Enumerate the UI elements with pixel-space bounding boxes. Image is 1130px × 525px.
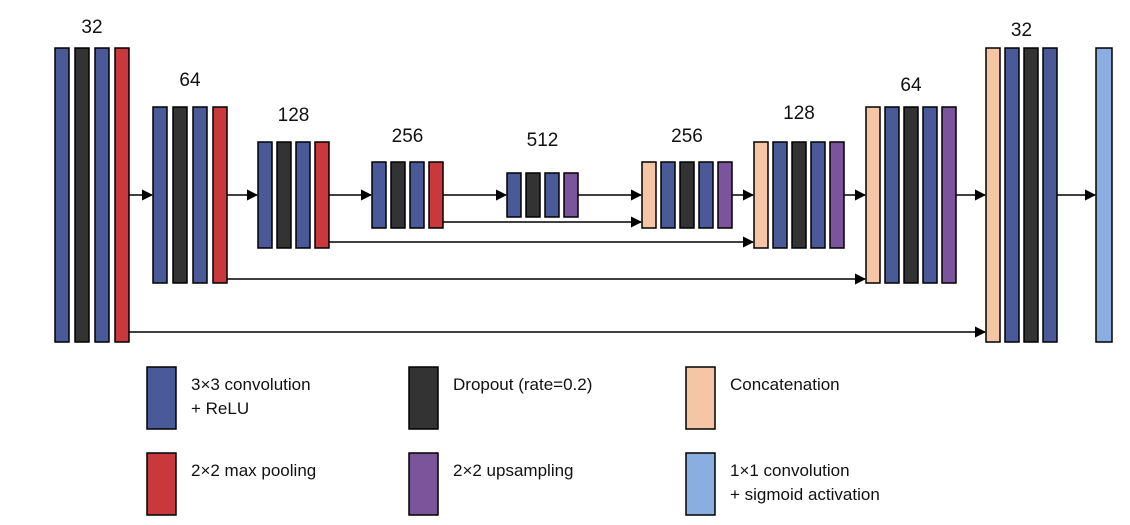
legend-item-conv: 3×3 convolution + ReLU (146, 366, 311, 430)
block-label: 128 (278, 105, 310, 126)
block-9 (985, 47, 1058, 343)
pool-layer (428, 161, 444, 229)
block-label: 256 (392, 126, 424, 147)
conv-layer (922, 106, 938, 284)
legend-text: Dropout (rate=0.2) (453, 375, 592, 394)
legend-swatch (146, 452, 177, 516)
conv-layer (772, 141, 788, 249)
conv-layer (152, 106, 168, 284)
conv-layer (884, 106, 900, 284)
legend-item-concat: Concatenation (685, 366, 840, 430)
layer-blocks (54, 47, 1113, 343)
legend-text: 1×1 convolution (730, 461, 850, 480)
upsample-layer (941, 106, 957, 284)
block-label: 256 (671, 126, 703, 147)
concat-layer (985, 47, 1001, 343)
conv-layer (295, 141, 311, 249)
block-7 (753, 141, 845, 249)
dropout-layer (1023, 47, 1039, 343)
legend-swatch (408, 366, 439, 430)
block-label: 64 (900, 75, 922, 96)
conv-layer (506, 172, 522, 218)
block-3 (257, 141, 330, 249)
legend-text: + ReLU (191, 399, 249, 418)
block-1 (54, 47, 130, 343)
dropout-layer (74, 47, 90, 343)
pool-layer (212, 106, 228, 284)
dropout-layer (276, 141, 292, 249)
legend-text: + sigmoid activation (730, 485, 880, 504)
concat-layer (865, 106, 881, 284)
dropout-layer (172, 106, 188, 284)
block-label: 64 (179, 70, 201, 91)
legend-swatch (146, 366, 177, 430)
upsample-layer (829, 141, 845, 249)
conv-layer (54, 47, 70, 343)
conv-layer (810, 141, 826, 249)
conv-layer (192, 106, 208, 284)
legend-item-dropout: Dropout (rate=0.2) (408, 366, 592, 430)
concat-layer (753, 141, 769, 249)
pool-layer (114, 47, 130, 343)
block-5 (506, 172, 579, 218)
block-label: 32 (1011, 20, 1032, 41)
legend-text: 2×2 upsampling (453, 461, 574, 480)
conv-layer (660, 161, 676, 229)
conv-layer (94, 47, 110, 343)
dropout-layer (791, 141, 807, 249)
conv-layer (1004, 47, 1020, 343)
legend-text: 3×3 convolution (191, 375, 311, 394)
conv-layer (409, 161, 425, 229)
block-2 (152, 106, 228, 284)
legend-swatch (408, 452, 439, 516)
block-6 (641, 161, 733, 229)
conv-layer (698, 161, 714, 229)
concat-layer (641, 161, 657, 229)
block-10 (1095, 47, 1113, 343)
legend: 3×3 convolution + ReLU Dropout (rate=0.2) C… (146, 366, 880, 516)
dropout-layer (903, 106, 919, 284)
block-label: 512 (527, 130, 559, 151)
legend-item-pool: 2×2 max pooling (146, 452, 316, 516)
conv-layer (257, 141, 273, 249)
conv-layer (371, 161, 387, 229)
dropout-layer (679, 161, 695, 229)
legend-item-sigmoid: 1×1 convolution + sigmoid activation (685, 452, 880, 516)
legend-swatch (685, 366, 716, 430)
dropout-layer (525, 172, 541, 218)
block-8 (865, 106, 957, 284)
legend-item-upsample: 2×2 upsampling (408, 452, 574, 516)
conv-layer (1042, 47, 1058, 343)
legend-text: 2×2 max pooling (191, 461, 316, 480)
dropout-layer (390, 161, 406, 229)
upsample-layer (717, 161, 733, 229)
connection-arrows (122, 189, 1097, 338)
block-labels: 32 64 128 256 512 256 128 64 32 (81, 17, 1032, 151)
block-label: 128 (783, 103, 815, 124)
pool-layer (314, 141, 330, 249)
conv-layer (544, 172, 560, 218)
block-label: 32 (81, 17, 102, 38)
upsample-layer (563, 172, 579, 218)
sigmoid-layer (1095, 47, 1113, 343)
legend-text: Concatenation (730, 375, 840, 394)
legend-swatch (685, 452, 716, 516)
block-4 (371, 161, 444, 229)
